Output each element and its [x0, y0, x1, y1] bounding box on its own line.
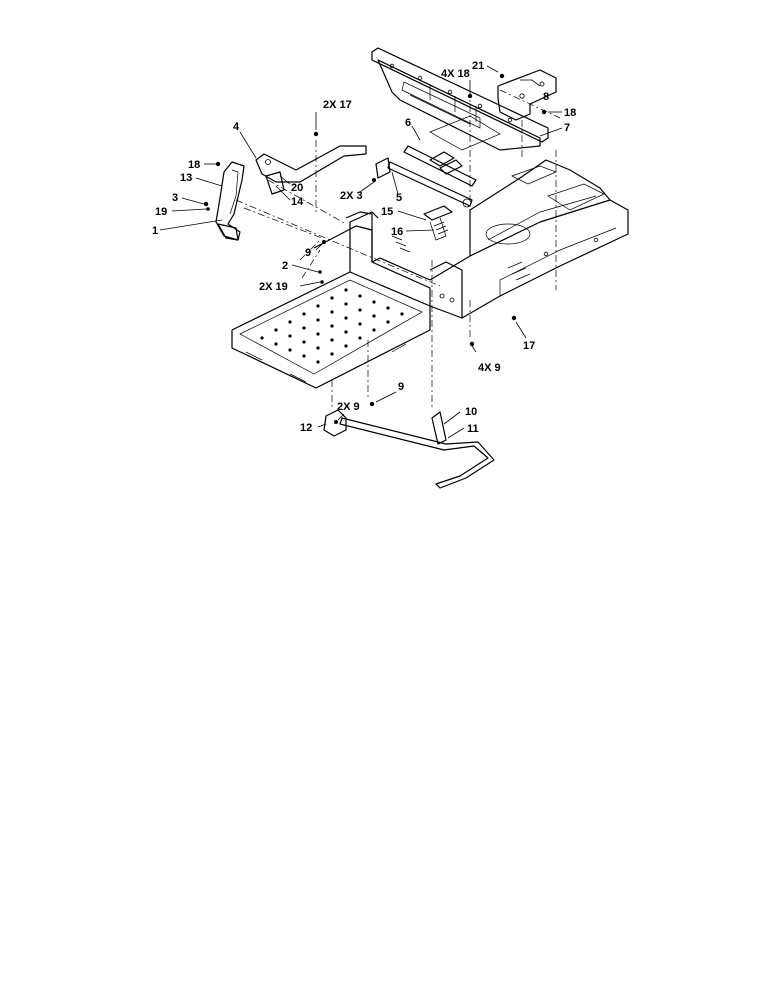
callout-11: 11 — [467, 423, 479, 435]
shaft — [403, 115, 501, 187]
callout-4: 4 — [233, 121, 240, 133]
callout-9-lower: 9 — [398, 381, 404, 393]
callout-1: 1 — [152, 225, 158, 237]
callout-18-left: 18 — [188, 159, 200, 171]
callout-15: 15 — [381, 206, 393, 218]
callout-14: 14 — [291, 196, 304, 208]
callout-21: 21 — [472, 60, 484, 72]
callout-labels: 21 4X 18 8 18 7 2X 17 6 4 18 13 20 14 2X… — [152, 60, 576, 435]
callout-13: 13 — [180, 172, 192, 184]
leader-lines — [159, 65, 563, 439]
callout-4x18: 4X 18 — [441, 68, 470, 80]
callout-9-upper: 9 — [305, 247, 311, 259]
main-frame — [231, 159, 629, 389]
callout-20: 20 — [291, 182, 303, 194]
mount-bracket — [497, 69, 557, 121]
callout-12: 12 — [300, 422, 312, 434]
callout-2: 2 — [282, 260, 288, 272]
callout-7: 7 — [564, 122, 570, 134]
callout-2x9: 2X 9 — [337, 401, 360, 413]
assembly-lines — [235, 89, 561, 410]
callout-17: 17 — [523, 340, 535, 352]
pivot-rod — [375, 157, 473, 208]
lever-arm — [255, 145, 367, 195]
callout-19: 19 — [155, 206, 167, 218]
callout-16: 16 — [391, 226, 403, 238]
callout-5: 5 — [396, 192, 402, 204]
callout-6: 6 — [405, 117, 411, 129]
callout-2x17: 2X 17 — [323, 99, 352, 111]
callout-4x9: 4X 9 — [478, 362, 501, 374]
spring-assembly — [423, 205, 453, 241]
callout-10: 10 — [465, 406, 477, 418]
callout-2x3: 2X 3 — [340, 190, 363, 202]
seat-rail-bracket — [371, 47, 549, 151]
callout-3: 3 — [172, 192, 178, 204]
callout-8: 8 — [543, 91, 549, 103]
callout-2x19: 2X 19 — [259, 281, 288, 293]
floor-hole-pattern — [260, 288, 404, 364]
linkage-rod — [323, 409, 495, 489]
fasteners — [203, 73, 547, 424]
callout-18-right: 18 — [564, 107, 576, 119]
pedal — [215, 161, 245, 241]
